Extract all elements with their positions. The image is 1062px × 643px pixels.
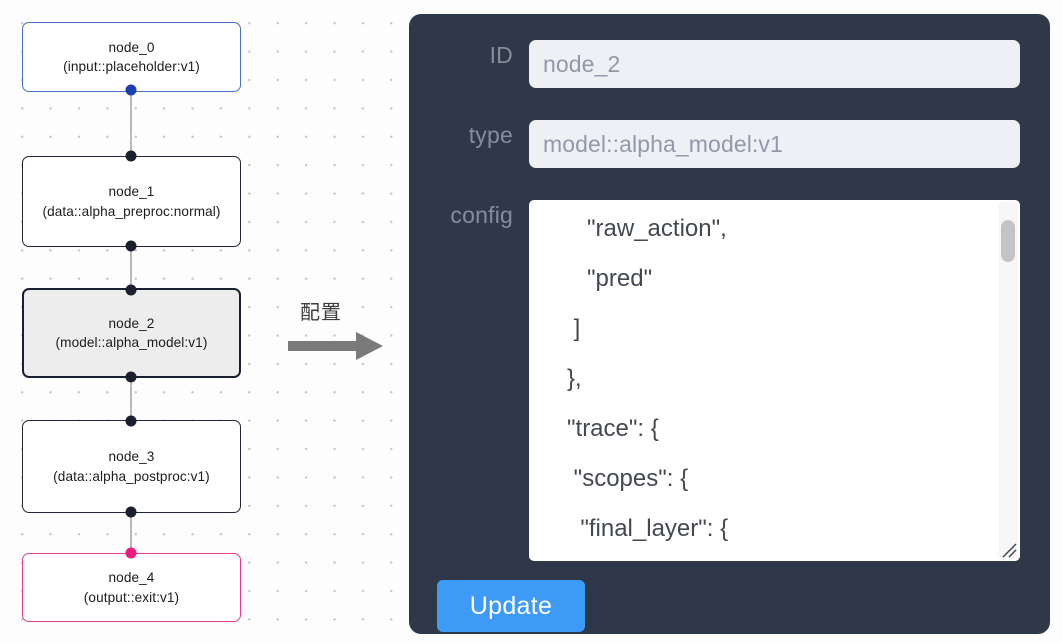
config-canvas: ID type config "raw_action", "pred" ] },… bbox=[400, 0, 1062, 643]
graph-node-label: node_0(input::placeholder:v1) bbox=[63, 39, 200, 75]
graph-node-label: node_2(model::alpha_model:v1) bbox=[55, 315, 208, 351]
port-node_1-output[interactable] bbox=[125, 240, 137, 252]
port-node_0-output[interactable] bbox=[125, 84, 137, 96]
form-row-type: type bbox=[419, 120, 1020, 168]
config-field-label: config bbox=[450, 202, 513, 228]
type-input[interactable] bbox=[529, 120, 1020, 168]
arrow-caption: 配置 bbox=[300, 300, 342, 324]
graph-node-label: node_1(data::alpha_preproc:normal) bbox=[42, 184, 221, 219]
config-scrollbar-thumb[interactable] bbox=[1001, 220, 1015, 262]
graph-node-node_0[interactable]: node_0(input::placeholder:v1) bbox=[22, 22, 241, 92]
port-node_3-input[interactable] bbox=[125, 415, 137, 427]
resize-handle-icon[interactable] bbox=[998, 539, 1018, 559]
port-node_4-input[interactable] bbox=[125, 547, 137, 559]
arrow-right-icon bbox=[288, 332, 383, 360]
type-field-label: type bbox=[468, 122, 513, 148]
config-scrollbar-track[interactable] bbox=[998, 202, 1018, 559]
edge-node0-node1 bbox=[130, 88, 132, 160]
config-textarea-wrap: "raw_action", "pred" ] }, "trace": { "sc… bbox=[529, 200, 1020, 561]
port-node_2-output[interactable] bbox=[125, 371, 137, 383]
port-node_3-output[interactable] bbox=[125, 506, 137, 518]
graph-node-node_2[interactable]: node_2(model::alpha_model:v1) bbox=[22, 288, 241, 378]
edge-node3-node4 bbox=[130, 509, 132, 551]
port-node_1-input[interactable] bbox=[125, 150, 137, 162]
graph-canvas[interactable]: node_0(input::placeholder:v1) node_1(dat… bbox=[0, 0, 400, 643]
port-node_2-input[interactable] bbox=[125, 284, 137, 296]
edge-node2-node3 bbox=[130, 374, 132, 422]
form-row-config: config "raw_action", "pred" ] }, "trace"… bbox=[419, 200, 1020, 561]
graph-node-label: node_4(output::exit:v1) bbox=[83, 570, 180, 605]
edge-node1-node2 bbox=[130, 243, 132, 295]
graph-node-node_1[interactable]: node_1(data::alpha_preproc:normal) bbox=[22, 156, 241, 247]
id-input[interactable] bbox=[529, 40, 1020, 88]
config-arrow-group: 配置 bbox=[287, 296, 397, 362]
graph-node-node_3[interactable]: node_3(data::alpha_postproc:v1) bbox=[22, 420, 241, 513]
config-panel: ID type config "raw_action", "pred" ] },… bbox=[409, 14, 1050, 634]
graph-node-node_4[interactable]: node_4(output::exit:v1) bbox=[22, 553, 241, 622]
graph-node-label: node_3(data::alpha_postproc:v1) bbox=[53, 449, 210, 484]
id-field-label: ID bbox=[489, 42, 513, 68]
update-button[interactable]: Update bbox=[437, 580, 585, 632]
form-row-id: ID bbox=[419, 40, 1020, 88]
config-textarea[interactable]: "raw_action", "pred" ] }, "trace": { "sc… bbox=[529, 200, 1020, 561]
